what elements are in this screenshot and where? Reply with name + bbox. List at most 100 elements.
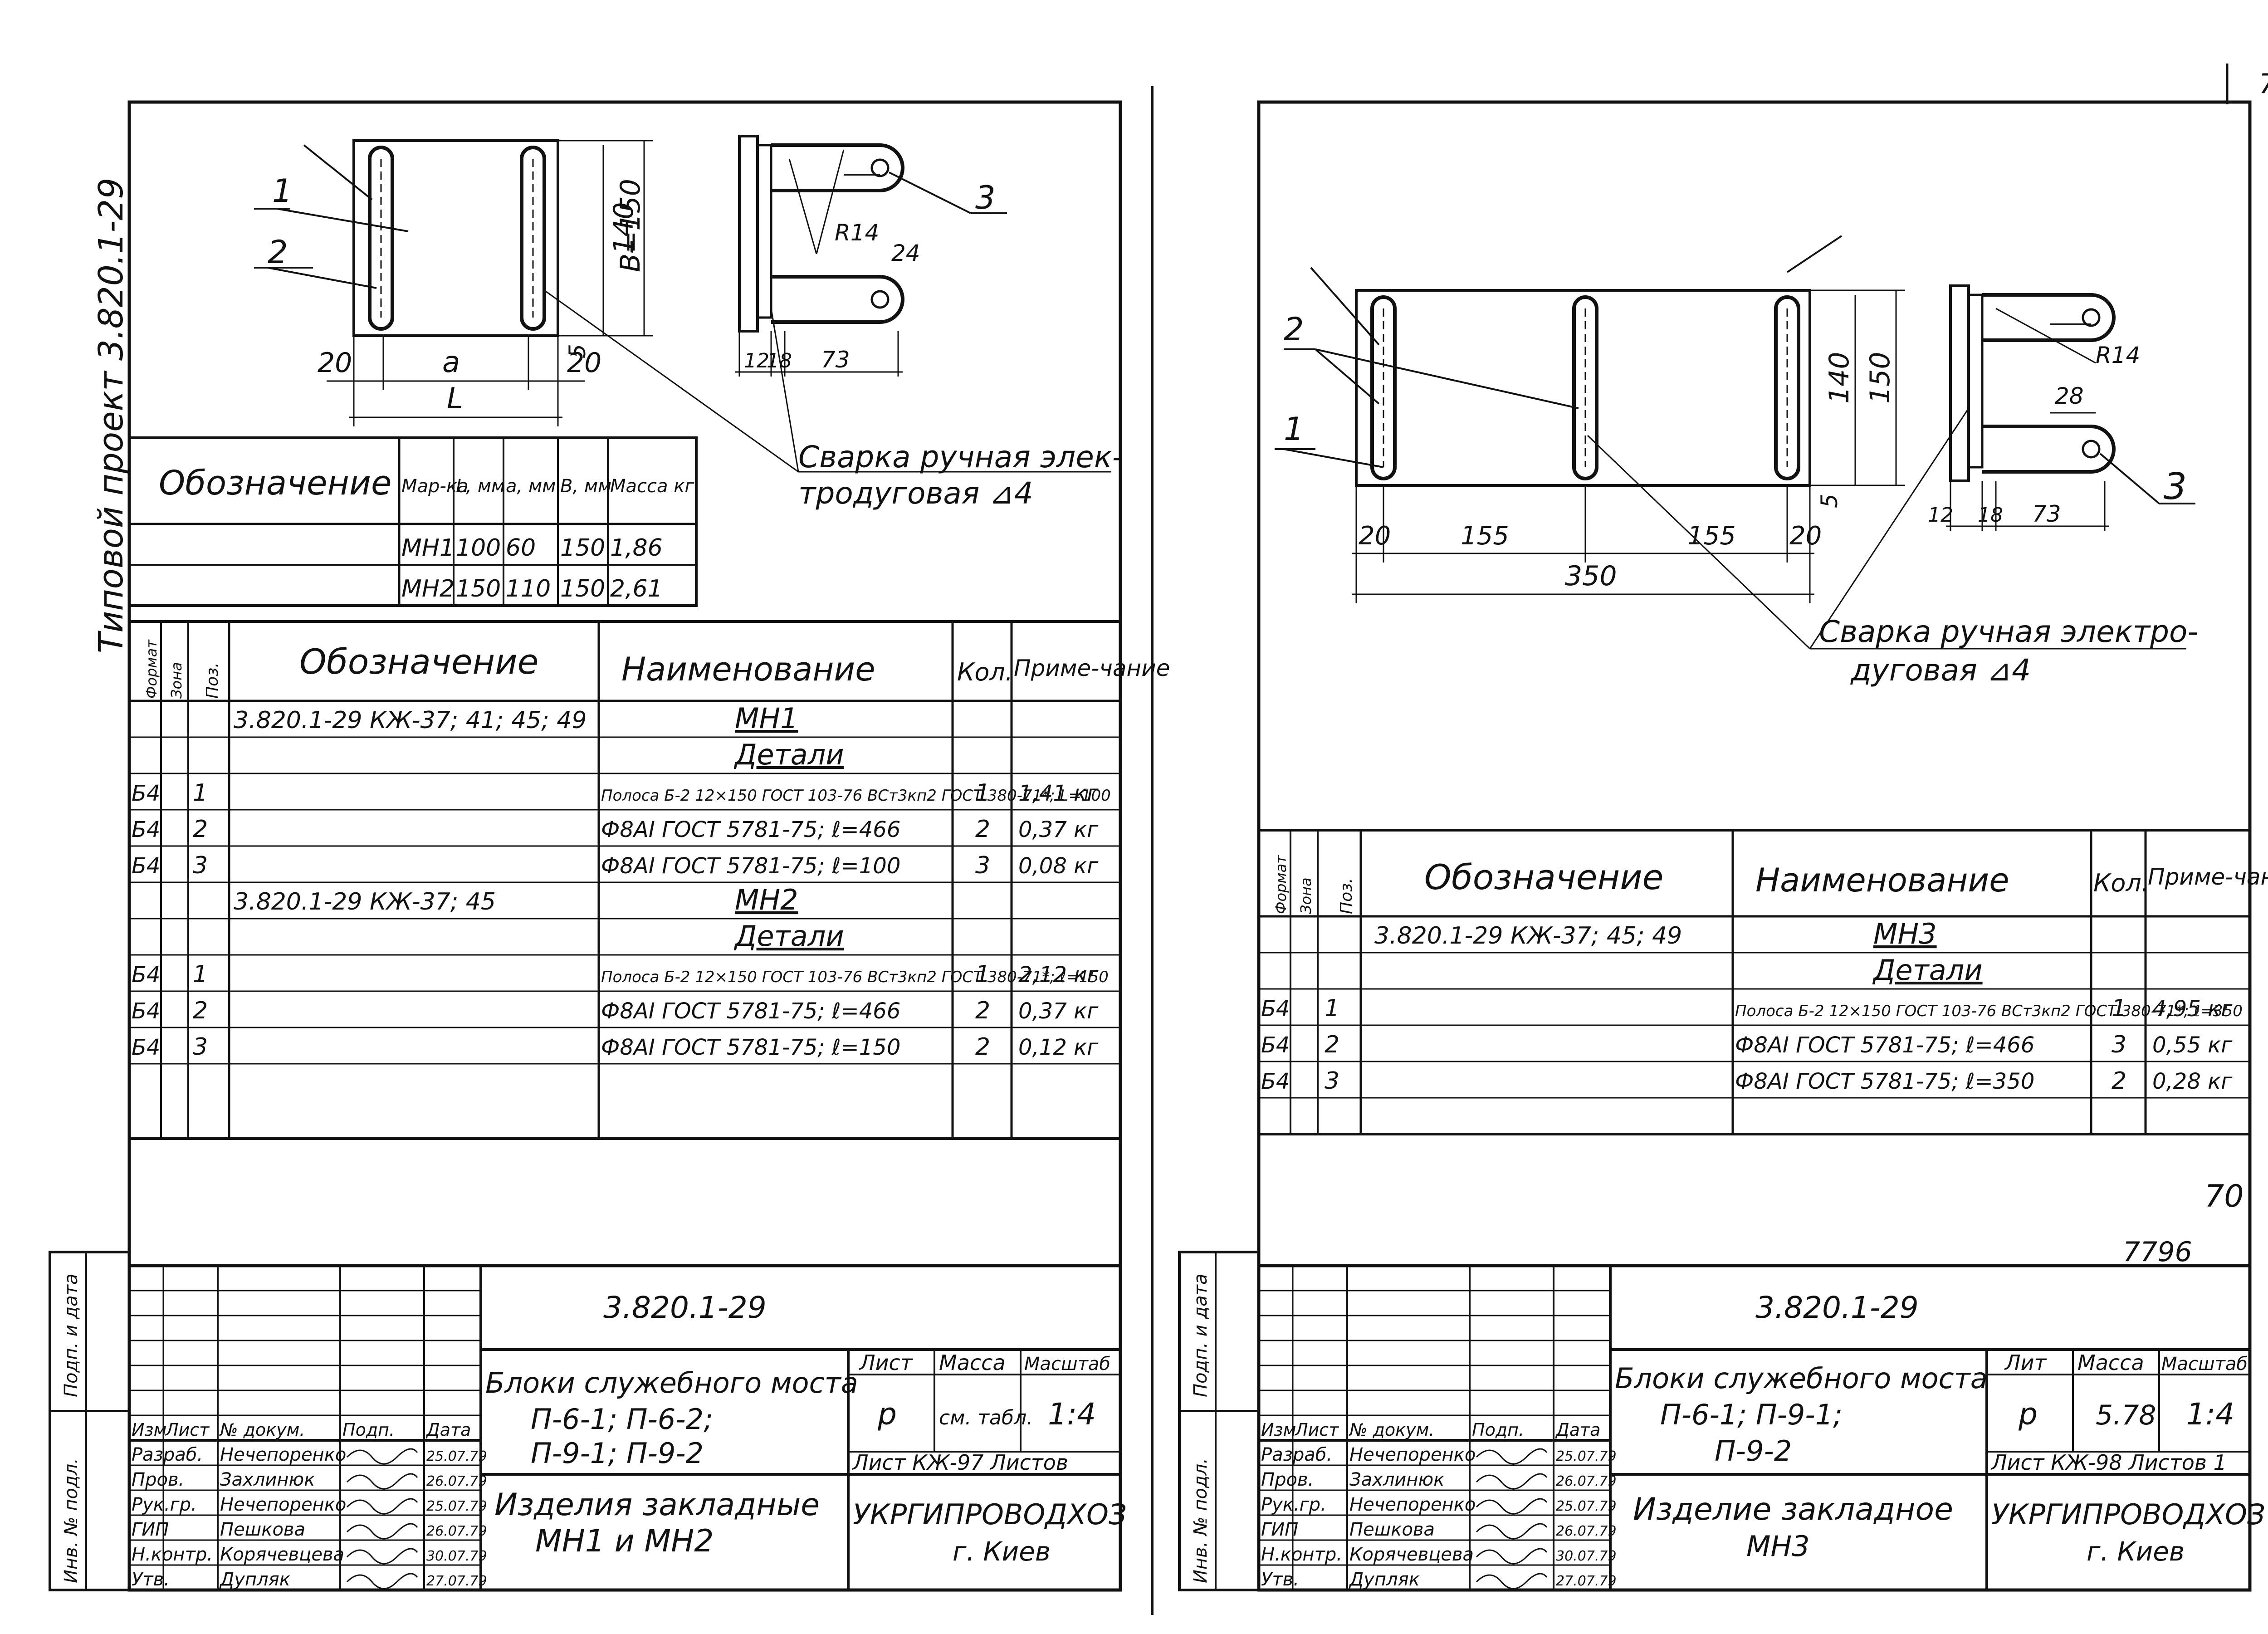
pos-3-label: 3 bbox=[975, 179, 996, 216]
mark-header-B: B, мм bbox=[560, 476, 611, 497]
tb-role: Рук.гр. bbox=[1261, 1494, 1326, 1515]
sign-date-label: Подп. и дата bbox=[61, 1274, 82, 1397]
tb-col-head: Лист bbox=[1294, 1420, 1339, 1440]
dim-L: L bbox=[447, 382, 463, 416]
spec-format-cell: Б4 bbox=[1261, 996, 1290, 1022]
spec-pos-cell: 3 bbox=[1325, 1067, 1339, 1095]
right-sheet: Подп. и дата Инв. № подл. 2 1 bbox=[1178, 100, 2268, 1592]
mark-header-mark: Мар-ка bbox=[401, 476, 469, 497]
spec-name-cell: МН3 bbox=[1873, 917, 1937, 950]
r-spec-head-format: Формат bbox=[1272, 855, 1290, 914]
spec-head-format: Формат bbox=[143, 639, 160, 699]
dim-73: 73 bbox=[821, 347, 850, 373]
spec-designation-cell: 3.820.1-29 КЖ-37; 45; 49 bbox=[1374, 922, 1682, 949]
dim-20a: 20 bbox=[318, 347, 352, 379]
spec-note-cell: 0,12 кг bbox=[1018, 1035, 1099, 1060]
mark-table-cell: 150 bbox=[456, 575, 501, 602]
tb-role: Пров. bbox=[1261, 1469, 1314, 1490]
r-weld-note-1: Сварка ручная электро- bbox=[1819, 614, 2198, 649]
r-spec-head-name: Наименование bbox=[1755, 861, 2009, 899]
signature-mark bbox=[1476, 1523, 1548, 1540]
r-pos-3-label: 3 bbox=[2164, 465, 2187, 508]
dim-12: 12 bbox=[744, 349, 769, 372]
signature-mark bbox=[1476, 1473, 1548, 1490]
page-number-right: 70 bbox=[2204, 1179, 2244, 1214]
tb-title-3: П-9-1; П-9-2 bbox=[531, 1437, 704, 1470]
spec-qty-cell: 2 bbox=[2112, 1067, 2126, 1095]
spec-format-cell: Б4 bbox=[1261, 1069, 1290, 1094]
tb-date: 25.07.79 bbox=[426, 1448, 487, 1464]
spec-name-cell: Ф8АI ГОСТ 5781-75; ℓ=100 bbox=[601, 853, 900, 879]
pos-2-label: 2 bbox=[268, 234, 288, 271]
spec-name-cell: МН2 bbox=[735, 883, 798, 916]
r-tb-mass: 5.78 bbox=[2096, 1399, 2156, 1431]
tb-date: 27.07.79 bbox=[1556, 1573, 1617, 1589]
tb-col-head: Изм bbox=[1261, 1420, 1296, 1440]
r-dim-5: 5 bbox=[1816, 494, 1843, 508]
page-number-top: 70 bbox=[2259, 68, 2268, 100]
spec-qty-cell: 1 bbox=[975, 779, 990, 807]
tb-role: ГИП bbox=[1261, 1519, 1298, 1540]
tb-date: 25.07.79 bbox=[1556, 1448, 1617, 1464]
dim-a: a bbox=[442, 346, 460, 379]
tb-date: 26.07.79 bbox=[426, 1473, 487, 1489]
tb-person: Корячевцева bbox=[1349, 1544, 1474, 1565]
tb-role: Н.контр. bbox=[132, 1544, 213, 1565]
r-dim-18: 18 bbox=[1978, 504, 2003, 527]
tb-role: Пров. bbox=[132, 1469, 184, 1490]
tb-role: Утв. bbox=[132, 1569, 170, 1590]
dim-24: 24 bbox=[891, 240, 920, 266]
tb-date: 25.07.79 bbox=[1556, 1498, 1617, 1514]
signature-mark bbox=[1476, 1498, 1548, 1515]
dim-B150: B=150 bbox=[615, 179, 646, 272]
spec-qty-cell: 2 bbox=[975, 1033, 990, 1061]
mark-header-designation: Обозначение bbox=[159, 464, 391, 503]
r-tb-scale-head: Масштаб bbox=[2161, 1354, 2248, 1375]
r-dim-155b: 155 bbox=[1687, 521, 1736, 551]
r-inv-no-label: Инв. № подл. bbox=[1190, 1458, 1211, 1583]
r-tb-scale: 1:4 bbox=[2186, 1397, 2234, 1432]
spec-name-cell: Ф8АI ГОСТ 5781-75; ℓ=466 bbox=[601, 998, 900, 1024]
spec-format-cell: Б4 bbox=[132, 998, 160, 1024]
side-label: Типовой проект 3.820.1-29 bbox=[92, 178, 131, 653]
r-dim-150: 150 bbox=[1864, 352, 1896, 404]
tb-title-1: Блоки служебного моста bbox=[485, 1366, 858, 1399]
spec-format-cell: Б4 bbox=[132, 1035, 160, 1060]
tb-code: 3.820.1-29 bbox=[603, 1290, 767, 1325]
r-tb-title-1: Блоки служебного моста bbox=[1615, 1362, 1988, 1395]
tb-org-1: УКРГИПРОВОДХОЗ bbox=[853, 1498, 1127, 1531]
r-dim-12: 12 bbox=[1928, 504, 1953, 527]
mark-table-cell: МН2 bbox=[401, 575, 455, 602]
tb-lit: р bbox=[877, 1397, 897, 1432]
tb-title-2: П-6-1; П-6-2; bbox=[531, 1403, 713, 1436]
tb-role: Разраб. bbox=[132, 1444, 203, 1465]
left-sheet: Подп. и дата Инв. № подл. 1 2 20 a bbox=[49, 100, 1170, 1592]
tb-date: 30.07.79 bbox=[1556, 1548, 1617, 1564]
mark-table-cell: МН1 bbox=[401, 534, 455, 562]
r-dim-28: 28 bbox=[2055, 383, 2084, 409]
tb-date: 30.07.79 bbox=[426, 1548, 487, 1564]
signature-mark bbox=[346, 1523, 418, 1540]
mark-table-cell: 1,86 bbox=[610, 534, 663, 562]
r-tb-subtitle-1: Изделие закладное bbox=[1633, 1492, 1953, 1527]
weld-note-1: Сварка ручная элек- bbox=[798, 440, 1123, 475]
spec-note-cell: 0,08 кг bbox=[1018, 853, 1099, 879]
spec-format-cell: Б4 bbox=[132, 962, 160, 988]
tb-col-head: Подп. bbox=[1472, 1420, 1524, 1440]
spec-head-pos: Поз. bbox=[203, 662, 222, 699]
mark-header-L: L, мм bbox=[456, 476, 505, 497]
spec-name-cell: Ф8АI ГОСТ 5781-75; ℓ=350 bbox=[1735, 1069, 2034, 1094]
mark-table-cell: 110 bbox=[506, 575, 551, 602]
r-dim-R14: R14 bbox=[2096, 342, 2140, 368]
mark-table-cell: 100 bbox=[456, 534, 501, 562]
pos-1-label: 1 bbox=[272, 172, 293, 210]
tb-mass-head: Масса bbox=[939, 1350, 1006, 1375]
r-tb-org-2: г. Киев bbox=[2087, 1536, 2185, 1567]
spec-name-cell: Ф8АI ГОСТ 5781-75; ℓ=466 bbox=[601, 817, 900, 842]
spec-name-cell: МН1 bbox=[735, 702, 798, 735]
mark-table-cell: 2,61 bbox=[610, 575, 663, 602]
tb-role: ГИП bbox=[132, 1519, 169, 1540]
spec-note-cell: 0,28 кг bbox=[2152, 1069, 2233, 1094]
signature-mark bbox=[346, 1573, 418, 1590]
